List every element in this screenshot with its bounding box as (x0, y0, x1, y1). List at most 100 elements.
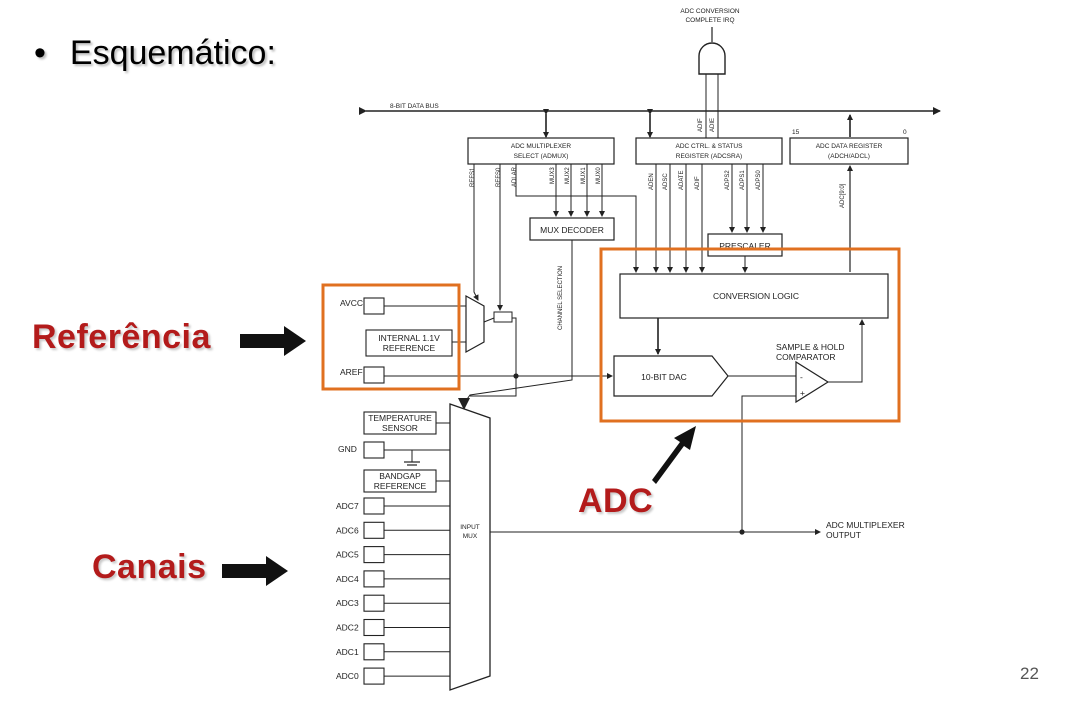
dac-block (613, 355, 729, 397)
callout-adc: ADC (578, 482, 654, 520)
adcdata-label: ADC DATA REGISTER (816, 143, 883, 150)
channel-pin-adc4 (363, 570, 385, 588)
channel-label-adc0: ADC0 (336, 671, 359, 681)
reference-switch (493, 311, 513, 323)
admux-register (467, 137, 615, 165)
adcsra-bit-adps2: ADPS2 (725, 170, 731, 190)
comparator-plus: + (800, 388, 805, 398)
aref-to-mux (470, 376, 517, 397)
channel-label-adc2: ADC2 (336, 623, 359, 633)
adcsra-label: ADC CTRL. & STATUS (676, 143, 744, 150)
adc-data-register (789, 137, 909, 165)
gnd-label: GND (338, 444, 357, 454)
bandgap-reference-label-2: REFERENCE (374, 481, 427, 491)
admux-label-2: SELECT (ADMUX) (514, 153, 569, 160)
adcdata-label-2: (ADCH/ADCL) (828, 153, 870, 160)
dac-label: 10-BIT DAC (641, 372, 687, 382)
referencia-arrow (240, 326, 306, 356)
mux-output-label: ADC MULTIPLEXER (826, 520, 905, 530)
mux-out-to-comparator (741, 395, 796, 532)
channel-label-adc3: ADC3 (336, 598, 359, 608)
callout-referencia: Referência (32, 318, 211, 356)
internal-reference (365, 329, 453, 357)
admux-bit-adlar: ADLAR (512, 166, 518, 187)
admux-label: ADC MULTIPLEXER (511, 143, 572, 150)
adcsra-bit-aden: ADEN (649, 173, 655, 190)
input-mux-label-2: MUX (463, 533, 478, 540)
bandgap-reference-label: BANDGAP (379, 471, 421, 481)
slide-bullet: •Esquemático: (34, 34, 276, 73)
admux-bit-mux3: MUX3 (550, 167, 556, 184)
bit-15-label: 15 (792, 129, 800, 136)
admux-bit-refs0: REFS0 (496, 167, 502, 187)
avcc-pin (363, 297, 385, 315)
sample-hold-label: SAMPLE & HOLD (776, 342, 845, 352)
channel-pin-adc6 (363, 521, 385, 539)
adcsra-bit-adif: ADIF (695, 176, 701, 190)
admux-bit-refs1: REFS1 (470, 167, 476, 187)
prescaler-label: PRESCALER (719, 241, 771, 251)
channel-label-adc7: ADC7 (336, 501, 359, 511)
bit-0-label: 0 (903, 129, 907, 136)
canais-arrow (222, 556, 288, 586)
comparator (795, 360, 830, 404)
conversion-logic (619, 273, 889, 319)
internal-reference-label-2: REFERENCE (383, 343, 436, 353)
adc-result-label: ADC[9:0] (840, 183, 846, 208)
adc-arrow (652, 426, 696, 484)
channel-label-adc4: ADC4 (336, 574, 359, 584)
irq-label-2: COMPLETE IRQ (685, 17, 734, 24)
switch-to-vref (512, 317, 517, 376)
channel-label-adc1: ADC1 (336, 647, 359, 657)
adlar-line (515, 164, 639, 273)
mux-output-junction (739, 529, 745, 535)
temperature-sensor-label-2: SENSOR (382, 423, 418, 433)
adcsra-label-2: REGISTER (ADCSRA) (676, 153, 742, 160)
adcsra-bit-adate: ADATE (679, 170, 685, 190)
admux-bit-mux1: MUX1 (581, 167, 587, 184)
channel-selection-label: CHANNEL SELECTION (558, 266, 564, 330)
adif-bit-label: ADIF (698, 118, 704, 132)
adcsra-register (635, 137, 783, 165)
conversion-logic-label: CONVERSION LOGIC (713, 291, 799, 301)
input-mux (449, 403, 491, 691)
channel-pin-adc3 (363, 594, 385, 612)
refs1-line (473, 164, 479, 301)
adcsra-bit-adsc: ADSC (663, 173, 669, 190)
reference-highlight (321, 283, 461, 391)
data-bus-label: 8-BIT DATA BUS (390, 103, 439, 110)
internal-reference-label: INTERNAL 1.1V (378, 333, 440, 343)
temperature-sensor-label: TEMPERATURE (368, 413, 432, 423)
bullet-dot: • (34, 34, 46, 72)
admux-bit-mux2: MUX2 (565, 167, 571, 184)
channel-label-adc5: ADC5 (336, 550, 359, 560)
gnd-pin (363, 441, 385, 459)
admux-bit-mux0: MUX0 (596, 167, 602, 184)
channel-pin-adc7 (363, 497, 385, 515)
comparator-minus: - (800, 372, 803, 382)
aref-pin (363, 366, 385, 384)
adc-highlight (599, 247, 901, 423)
input-mux-label: INPUT (460, 524, 480, 531)
channel-pin-adc5 (363, 546, 385, 564)
mux-decoder-label: MUX DECODER (540, 225, 604, 235)
callout-canais: Canais (92, 548, 207, 586)
channel-pin-adc0 (363, 667, 385, 685)
channel-label-adc6: ADC6 (336, 525, 359, 535)
channel-pin-adc1 (363, 643, 385, 661)
avcc-label: AVCC (340, 298, 363, 308)
aref-label: AREF (340, 367, 363, 377)
irq-and-gate (698, 42, 726, 75)
adie-bit-label: ADIE (710, 118, 716, 132)
channel-pin-adc2 (363, 618, 385, 637)
mux-to-switch (483, 317, 495, 323)
comparator-to-logic (828, 319, 865, 383)
adcsra-bit-adps0: ADPS0 (756, 170, 762, 190)
adcsra-bit-adps1: ADPS1 (740, 170, 746, 190)
channel-selection-arrowhead (458, 398, 470, 410)
irq-label: ADC CONVERSION (680, 8, 740, 15)
sample-hold-label-2: COMPARATOR (776, 352, 836, 362)
